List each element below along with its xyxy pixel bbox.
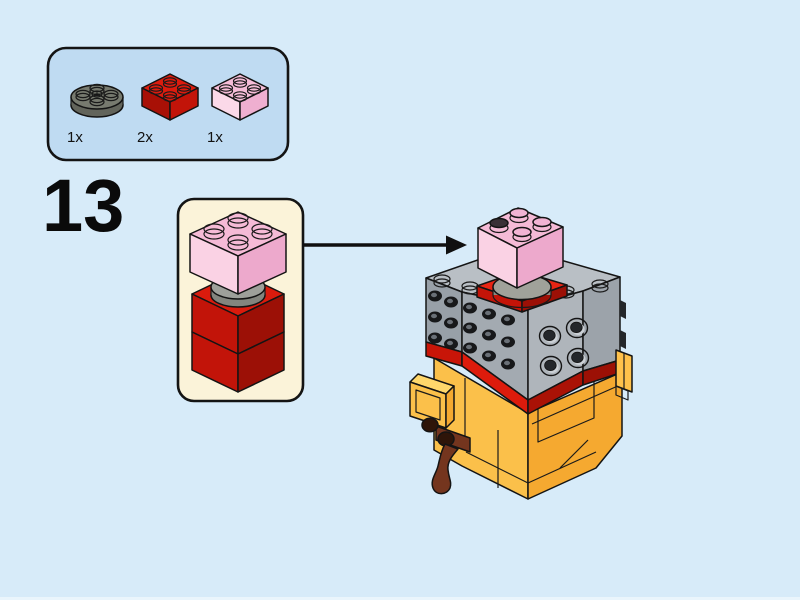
model-tail-brown bbox=[421, 417, 471, 495]
model-left-arm-bracket bbox=[409, 373, 455, 429]
lego-brick-2x2-red-icon bbox=[141, 73, 199, 121]
part-count-pink-brick: 1x bbox=[207, 129, 223, 146]
parts-box: 1x 2x bbox=[46, 46, 290, 162]
model-pink-brick bbox=[477, 207, 564, 289]
subassembly-box bbox=[176, 197, 305, 403]
head-recessed-rings bbox=[538, 317, 590, 377]
part-count-red-brick: 2x bbox=[137, 129, 153, 146]
step-number: 13 bbox=[42, 164, 124, 247]
lego-round-plate-2x2-dark-gray-icon bbox=[70, 83, 124, 118]
lego-brick-2x2-pink-icon bbox=[211, 73, 269, 121]
arrow-right-icon bbox=[303, 235, 467, 255]
subassembly-stack-icon bbox=[189, 211, 287, 393]
brickheadz-model-icon bbox=[409, 207, 633, 500]
model-collar bbox=[425, 341, 621, 415]
part-count-round-plate: 1x bbox=[67, 129, 83, 146]
model-right-arm-tab bbox=[615, 349, 633, 401]
page-bottom-edge bbox=[0, 597, 800, 600]
head-side-studs bbox=[428, 290, 515, 370]
model-body bbox=[433, 357, 623, 500]
